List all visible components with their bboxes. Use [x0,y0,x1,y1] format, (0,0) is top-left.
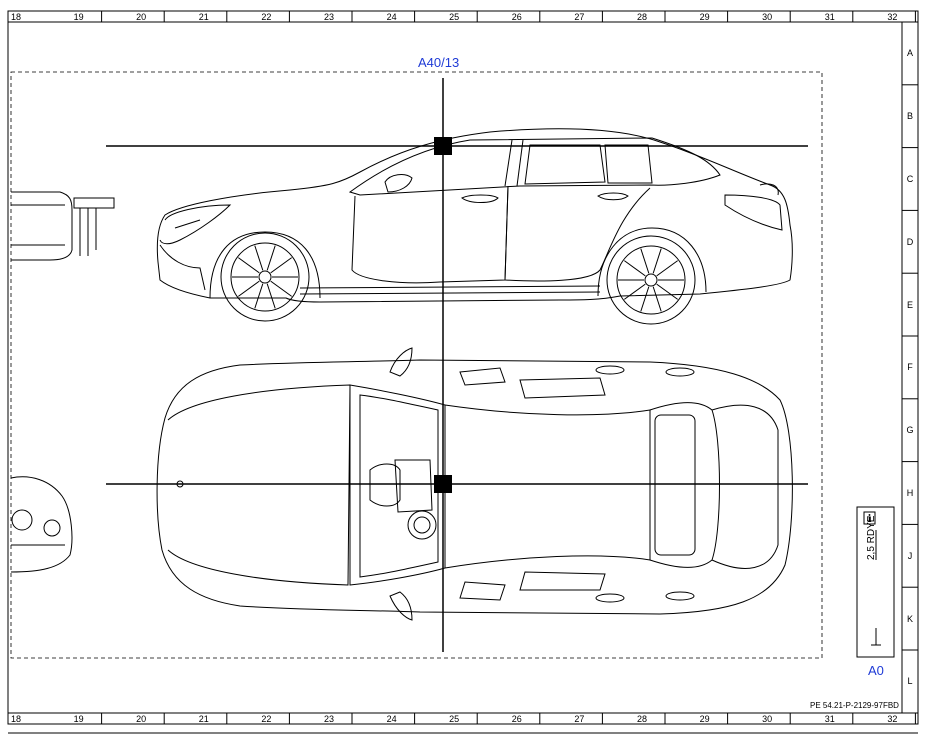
grid-row-label: F [907,362,913,373]
connector-marker-side[interactable] [434,137,452,155]
info-icon[interactable]: i [868,514,872,525]
connector-label[interactable]: A40/13 [418,55,460,70]
grid-column-label: 24 [386,714,397,724]
grid-column-label: 23 [323,714,334,724]
grid-column-label: 20 [136,12,147,22]
grid-column-label: 27 [574,12,585,22]
grid-column-label: 20 [136,714,147,724]
grid-column-label: 23 [323,12,334,22]
grid-column-label: 30 [762,12,773,22]
partial-component-upper-left [11,191,115,261]
grid-column-label: 27 [574,714,585,724]
component-boundary [10,71,823,659]
grid-column-label: 29 [699,714,710,724]
ground-point-label[interactable]: A0 [868,663,884,678]
grid-row-label: J [907,550,913,561]
grid-column-label: 18 [10,12,21,22]
grid-column-label: 22 [261,12,272,22]
partial-component-lower-left [10,476,73,573]
grid-column-label: 21 [198,714,209,724]
grid-column-label: 28 [636,714,647,724]
grid-column-label: 26 [511,12,522,22]
grid-column-label: 22 [261,714,272,724]
connector-position-crosshair [106,78,808,652]
grid-column-label: 31 [824,12,835,22]
grid-column-label: 18 [10,714,21,724]
grid-column-label: 26 [511,714,522,724]
connector-marker-top[interactable] [434,475,452,493]
grid-column-label: 32 [887,714,898,724]
grid-column-label: 19 [73,12,84,22]
grid-column-label: 19 [73,714,84,724]
grid-row-label: C [906,174,914,184]
grid-column-label: 25 [449,714,460,724]
grid-column-label: 31 [824,714,835,724]
car-side-view [156,128,793,325]
grid-row-label: B [906,111,913,122]
grid-row-label: H [906,488,914,498]
grid-row-label: E [906,299,913,310]
grid-row-label: G [906,425,914,436]
grid-column-label: 25 [449,12,460,22]
grid-column-label: 28 [636,12,647,22]
grid-column-label: 30 [762,714,773,724]
grid-row-label: K [906,613,913,624]
grid-column-label: 32 [887,12,898,22]
car-top-view [156,347,793,621]
wire-label: 2,5 RDYE [866,515,877,560]
grid-column-label: 24 [386,12,397,22]
grid-row-label: D [906,236,914,247]
reference-code: PE 54.21-P-2129-97FBD [810,701,899,710]
legend-box [856,506,895,658]
grid-column-label: 29 [699,12,710,22]
grid-row-label: A [906,48,913,59]
grid-row-label: L [907,676,913,687]
grid-column-label: 21 [198,12,209,22]
